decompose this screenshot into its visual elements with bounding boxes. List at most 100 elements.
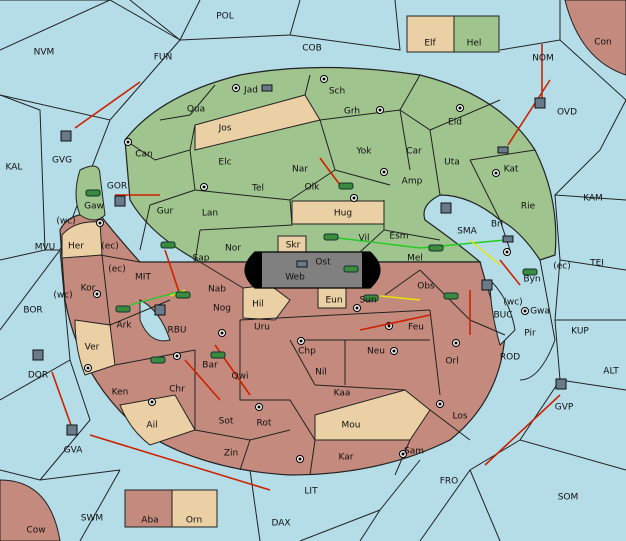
- lbl-dax: DAX: [271, 519, 290, 529]
- lbl-eld: Eld: [448, 118, 462, 128]
- lbl-kar: Kar: [339, 453, 354, 463]
- lbl-sot: Sot: [219, 417, 234, 427]
- lbl-nor: Nor: [225, 244, 241, 254]
- lbl-orl: Orl: [445, 357, 458, 367]
- lbl-bor: BOR: [23, 306, 42, 316]
- lbl-lit: LIT: [304, 487, 318, 497]
- lbl-web: Web: [285, 273, 305, 283]
- lbl-hel: Hel: [467, 39, 482, 49]
- prov-ail[interactable]: [119, 394, 196, 446]
- lbl-ail: Ail: [146, 421, 157, 431]
- lbl-kaa: Kaa: [334, 389, 351, 399]
- lbl-can: Can: [135, 150, 153, 160]
- lbl-fun: FUN: [154, 53, 173, 63]
- lbl-buc: BUC: [493, 311, 512, 321]
- lbl-sam: Sam: [404, 447, 424, 457]
- province-labels: POL NVM FUN COB Elf Hel Con NOM OVD KAL …: [6, 12, 620, 536]
- lbl-kup: KUP: [571, 327, 589, 337]
- lbl-nog: Nog: [213, 304, 231, 314]
- prov-aba[interactable]: [124, 489, 173, 528]
- lake-caps: [245, 252, 380, 288]
- lbl-los: Los: [452, 412, 467, 422]
- lbl-chr: Chr: [169, 385, 185, 395]
- prov-elf[interactable]: [406, 15, 455, 53]
- lbl-cob: COB: [302, 44, 322, 54]
- supply-centers: [84, 75, 529, 463]
- lbl-sch: Sch: [329, 87, 345, 97]
- lbl-nvm: NVM: [34, 48, 55, 58]
- lbl-uru: Uru: [254, 323, 270, 333]
- lbl-sun: Sun: [359, 296, 376, 306]
- lbl-orn: Orn: [186, 516, 202, 526]
- lbl-neu: Neu: [367, 347, 385, 357]
- internal-borders: [99, 74, 556, 476]
- prov-hel[interactable]: [453, 15, 500, 53]
- lbl-wc1: (wc): [56, 217, 75, 227]
- lbl-nar: Nar: [292, 165, 308, 175]
- lbl-kam: KAM: [583, 194, 603, 204]
- lbl-kat: Kat: [504, 165, 519, 175]
- lbl-vil: Vil: [359, 234, 370, 244]
- lbl-hug: Hug: [334, 209, 352, 219]
- support-orders: [129, 236, 506, 306]
- lbl-ver: Ver: [85, 343, 100, 353]
- lbl-uta: Uta: [444, 158, 460, 168]
- lbl-mvu: MVU: [35, 243, 56, 253]
- lbl-olk: Olk: [305, 183, 321, 193]
- lbl-gor: GOR: [107, 182, 127, 192]
- lbl-chp: Chp: [298, 347, 316, 357]
- prov-orn[interactable]: [171, 489, 218, 528]
- lbl-dqr: DQR: [28, 371, 48, 381]
- lbl-elf: Elf: [424, 39, 436, 49]
- lbl-wc3: (wc): [503, 298, 522, 308]
- lbl-eun: Eun: [325, 296, 342, 306]
- lbl-zin: Zin: [224, 449, 238, 459]
- lbl-ec1: (ec): [101, 242, 119, 252]
- lbl-swm: SWM: [81, 514, 103, 524]
- lbl-sma: SMA: [457, 227, 477, 237]
- prov-mou[interactable]: [314, 389, 431, 441]
- lbl-qua: Qua: [187, 105, 205, 115]
- lbl-bar: Bar: [202, 361, 218, 371]
- lbl-elc: Elc: [218, 158, 231, 168]
- army-units: [85, 182, 538, 364]
- prov-her[interactable]: [61, 221, 103, 259]
- lbl-pir: Pir: [524, 329, 536, 339]
- prov-ver[interactable]: [74, 319, 116, 376]
- lbl-her: Her: [68, 242, 84, 252]
- lbl-gwa: Gwa: [530, 307, 550, 317]
- lbl-mou: Mou: [342, 421, 361, 431]
- sea-mit: [139, 299, 171, 342]
- lbl-tei: TEI: [589, 259, 604, 269]
- lbl-mel: Mel: [407, 254, 423, 264]
- lbl-mit: MIT: [135, 273, 151, 283]
- lbl-ost: Ost: [315, 258, 331, 268]
- lbl-qwi: Qwi: [232, 372, 249, 382]
- lbl-esm: Esm: [389, 232, 408, 242]
- sea-buc: [489, 278, 516, 346]
- lbl-bri: Bri: [491, 220, 503, 230]
- lbl-lan: Lan: [202, 209, 218, 219]
- lbl-skr: Skr: [286, 241, 301, 251]
- lbl-ark: Ark: [116, 321, 132, 331]
- lbl-tel: Tel: [251, 184, 264, 194]
- lbl-sap: Sap: [193, 254, 210, 264]
- lbl-pol: POL: [216, 12, 234, 22]
- lbl-byn: Byn: [523, 275, 540, 285]
- lbl-cow: Cow: [26, 526, 45, 536]
- lbl-aba: Aba: [141, 516, 158, 526]
- lbl-rot: Rot: [257, 419, 272, 429]
- lbl-jos: Jos: [218, 124, 232, 134]
- lbl-jad: Jad: [243, 86, 258, 96]
- lbl-yok: Yok: [355, 147, 372, 157]
- lbl-rie: Rie: [521, 202, 536, 212]
- lbl-ken: Ken: [112, 388, 129, 398]
- lbl-gvg: GVG: [52, 156, 72, 166]
- lbl-ec3: (ec): [108, 265, 126, 275]
- lbl-alt: ALT: [603, 367, 619, 377]
- lbl-gaw: Gaw: [84, 202, 104, 212]
- lbl-rbu: RBU: [167, 326, 186, 336]
- lbl-gur: Gur: [157, 207, 174, 217]
- lbl-wc2: (wc): [53, 291, 72, 301]
